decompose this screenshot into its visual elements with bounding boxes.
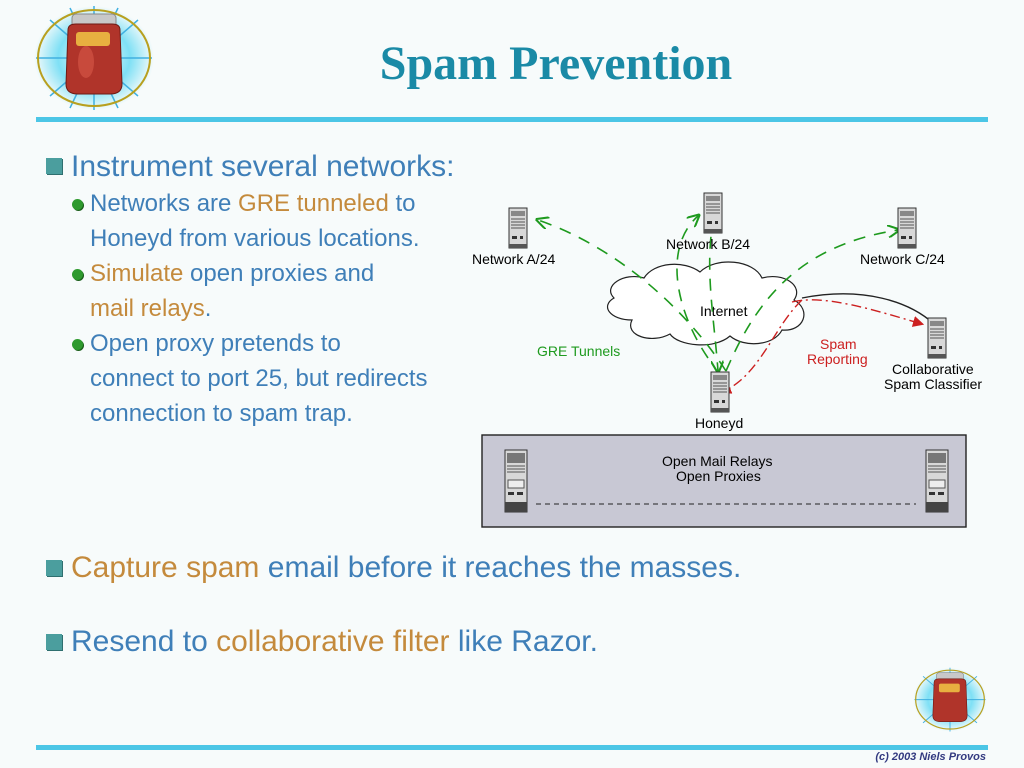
spam-report-to-classifier [791, 299, 925, 327]
bullet-resend: Resend to collaborative filter like Razo… [71, 625, 598, 659]
internet-label: Internet [700, 303, 748, 319]
round-bullet-icon [72, 269, 83, 280]
top-divider [36, 117, 988, 122]
bullet-instrument: Instrument several networks: [71, 150, 455, 183]
honeyd-label: Honeyd [695, 415, 743, 431]
sub-bullet-gre-to: to [388, 190, 416, 217]
network-diagram: Internet Network A/24 Network B/24 Netwo… [472, 192, 982, 528]
classifier-server-icon [927, 317, 947, 359]
mail-relays-highlight: mail relays [90, 295, 205, 322]
network-c-server-icon [897, 207, 917, 249]
slide-title: Spam Prevention [379, 37, 733, 90]
open-proxies-label: Open Proxies [676, 468, 761, 484]
bullet-resend-end: like Razor. [449, 625, 598, 658]
simulate-highlight: Simulate [90, 260, 184, 287]
open-mail-relays-label: Open Mail Relays [662, 453, 773, 469]
gre-tunnel-a [538, 220, 727, 372]
simulated-services-box [481, 434, 967, 528]
sub-bullet-proxy-line2: connect to port 25, but redirects [90, 365, 428, 392]
classifier-label-line1: Collaborative [892, 361, 974, 377]
bottom-divider [36, 745, 988, 750]
square-bullet-icon [46, 634, 62, 650]
gre-tunneled-highlight: GRE tunneled [238, 190, 389, 217]
sub-bullet-proxy: Open proxy pretends to [90, 330, 341, 357]
sub-bullet-simulate: Simulate open proxies and [90, 256, 374, 291]
sub-bullet-gre-line2: Honeyd from various locations. [90, 225, 420, 252]
virtual-host-left-icon [504, 449, 528, 513]
network-b-label: Network B/24 [666, 236, 750, 252]
spam-reporting-label-line1: Spam [820, 336, 857, 352]
capture-spam-highlight: Capture spam [71, 551, 260, 584]
gre-tunnel-b [708, 215, 718, 371]
sub-bullet-gre-text: Networks are [90, 190, 239, 217]
copyright-footer: (c) 2003 Niels Provos [875, 751, 986, 763]
collaborative-filter-highlight: collaborative filter [216, 625, 450, 658]
honeyd-server-icon [710, 371, 730, 413]
classifier-label-line2: Spam Classifier [884, 376, 982, 392]
gre-tunnels-label: GRE Tunnels [537, 343, 620, 359]
gre-tunnel-c [725, 230, 898, 372]
spam-report-to-honeyd [719, 299, 803, 394]
bullet-resend-text: Resend to [71, 625, 217, 658]
sub-bullet-gre: Networks are GRE tunneled to [90, 186, 416, 221]
honeyd-jar-logo [34, 6, 154, 110]
sub-bullet-proxy-line3: connection to spam trap. [90, 400, 353, 427]
network-a-label: Network A/24 [472, 251, 555, 267]
virtual-host-right-icon [925, 449, 949, 513]
round-bullet-icon [72, 199, 83, 210]
period: . [204, 295, 212, 322]
sub-bullet-simulate-text: open proxies and [183, 260, 375, 287]
honeyd-jar-logo-small [913, 667, 987, 732]
classifier-link [801, 293, 935, 325]
gre-tunnel-a-return [676, 216, 709, 359]
round-bullet-icon [72, 339, 83, 350]
bullet-capture: Capture spam email before it reaches the… [71, 551, 741, 585]
sub-bullet-simulate-line2: mail relays. [90, 291, 211, 326]
network-c-label: Network C/24 [860, 251, 945, 267]
square-bullet-icon [46, 158, 62, 174]
bullet-capture-text: email before it reaches the masses. [259, 551, 742, 584]
network-a-server-icon [508, 207, 528, 249]
network-b-server-icon [703, 192, 723, 234]
spam-reporting-label-line2: Reporting [807, 351, 868, 367]
internet-cloud-icon [607, 261, 805, 346]
square-bullet-icon [46, 560, 62, 576]
